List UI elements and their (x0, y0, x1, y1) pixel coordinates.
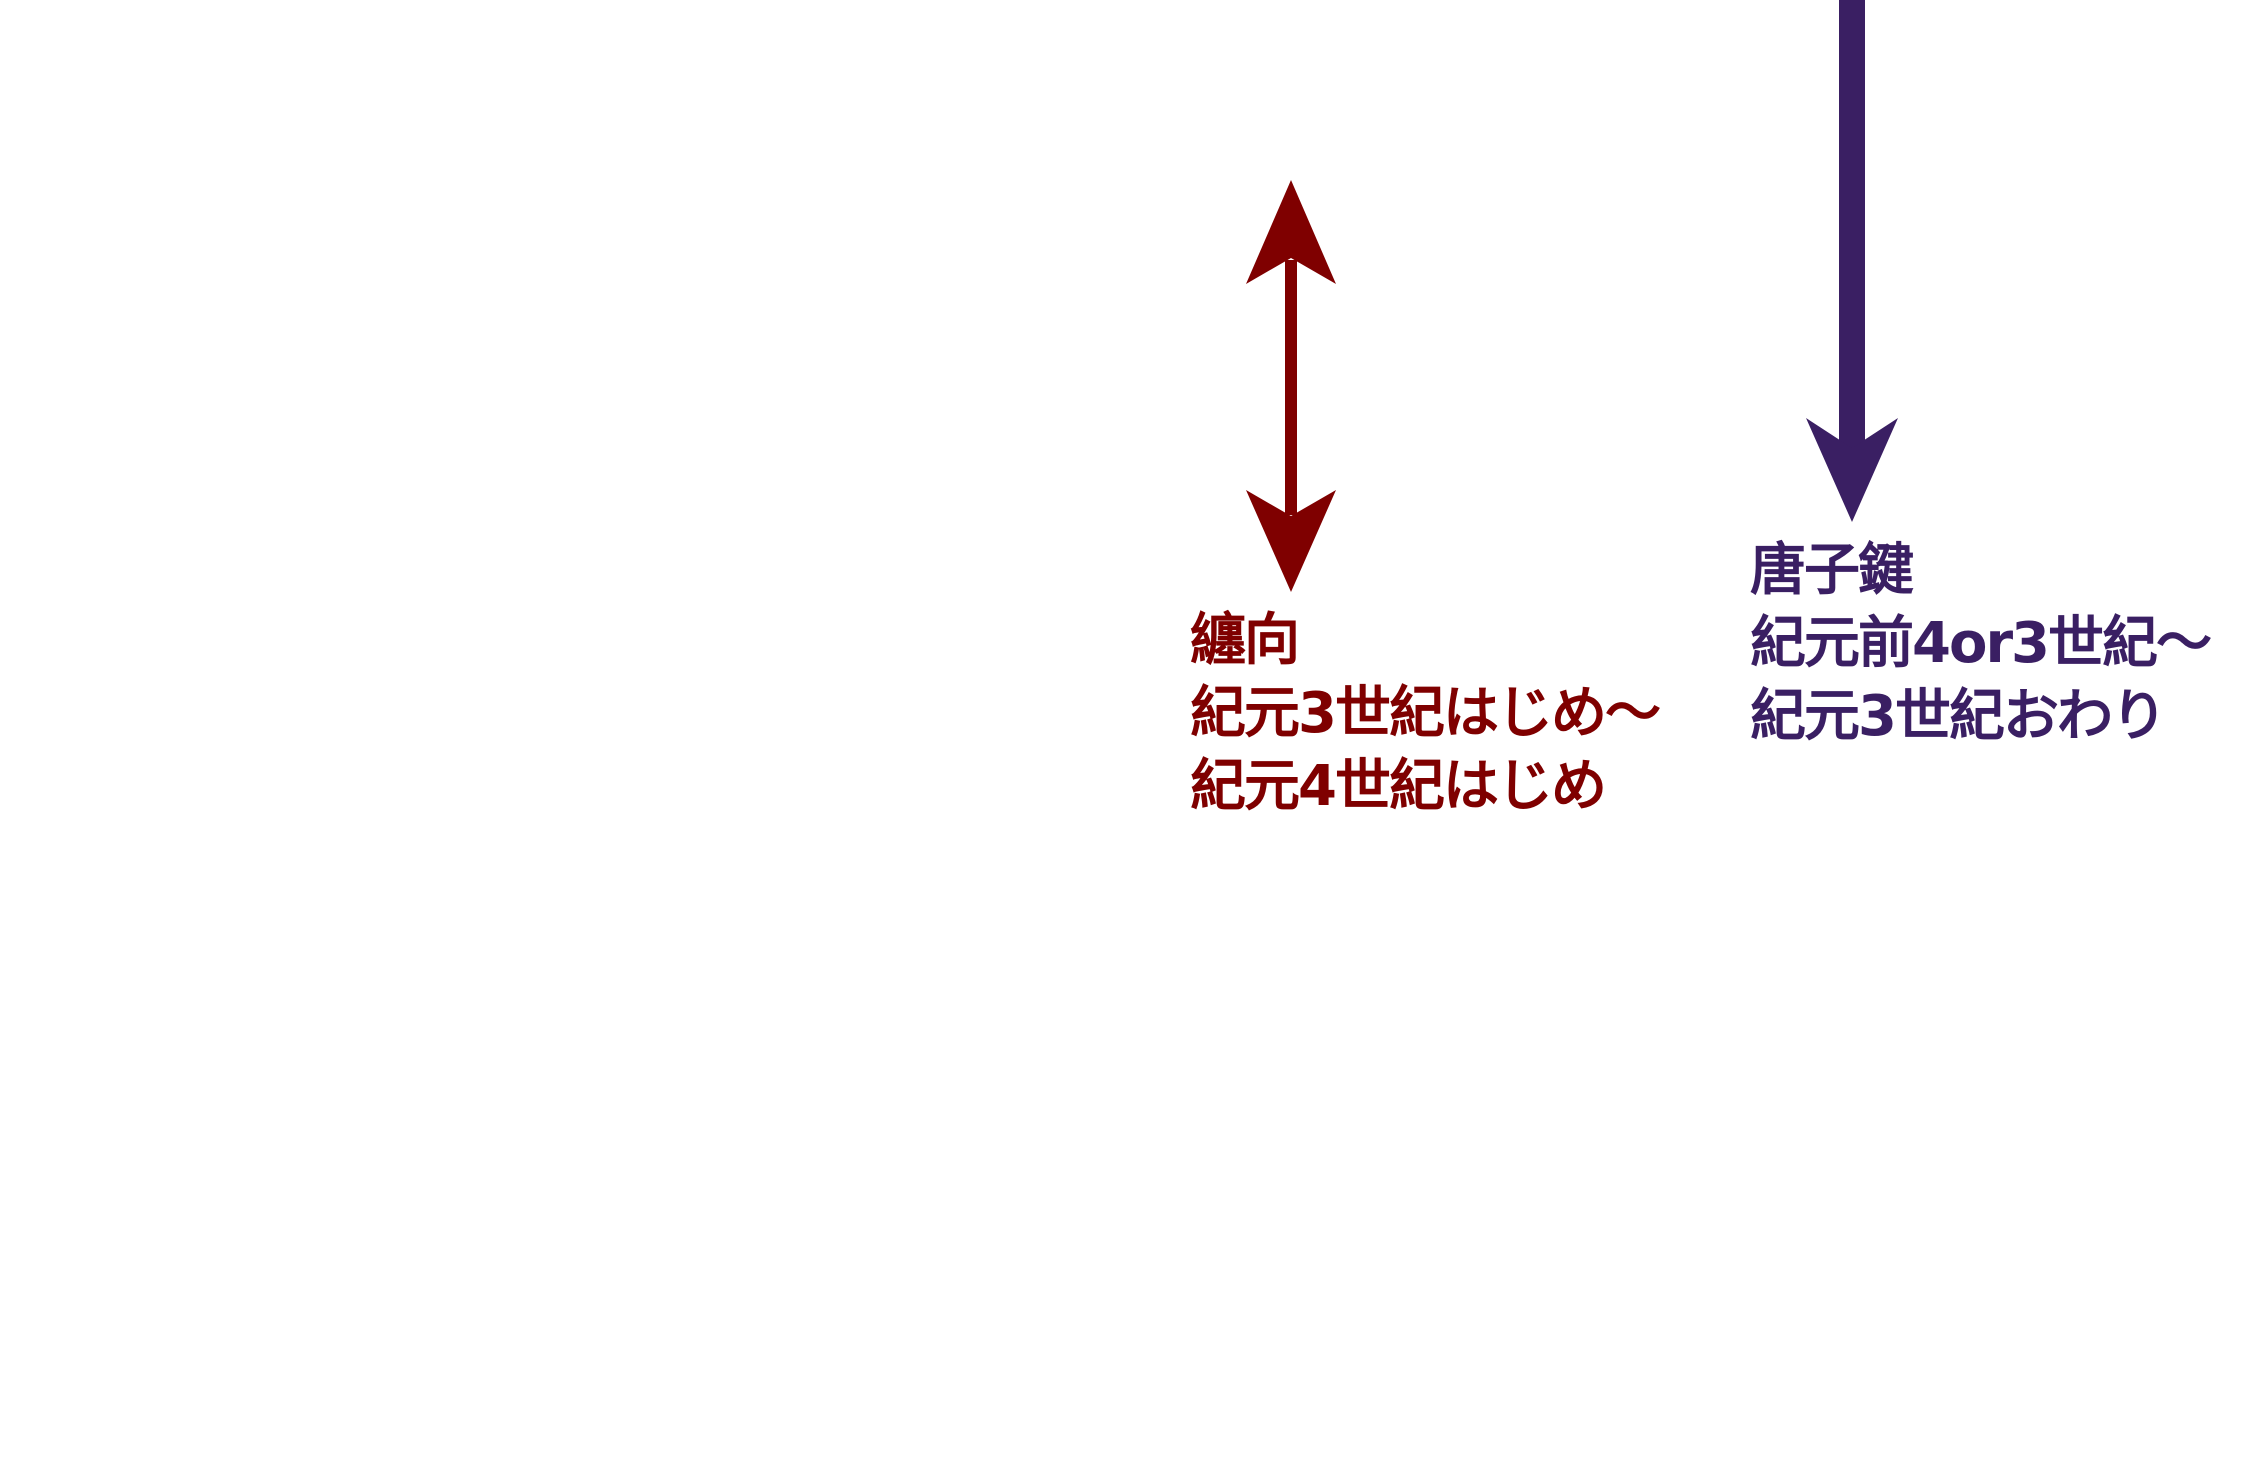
makimuku-period-arrow (1246, 180, 1336, 592)
makimuku-period-end: 紀元4世紀はじめ (1190, 754, 1607, 819)
makimuku-arrow-head-down (1246, 490, 1336, 592)
karako-period-start: 紀元前4or3世紀〜 (1750, 611, 2212, 676)
karako-period-arrow (1806, 0, 1898, 522)
makimuku-period-start: 紀元3世紀はじめ〜 (1190, 681, 1661, 746)
karako-label: 唐子鍵 紀元前4or3世紀〜 紀元3世紀おわり (1750, 534, 2212, 753)
karako-arrow-head-down (1806, 418, 1898, 522)
karako-site-name: 唐子鍵 (1750, 538, 1914, 603)
makimuku-arrow-head-up (1246, 180, 1336, 284)
makimuku-site-name: 纏向 (1190, 608, 1300, 673)
karako-period-end: 紀元3世紀おわり (1750, 684, 2167, 749)
makimuku-label: 纏向 紀元3世紀はじめ〜 紀元4世紀はじめ (1190, 604, 1661, 823)
